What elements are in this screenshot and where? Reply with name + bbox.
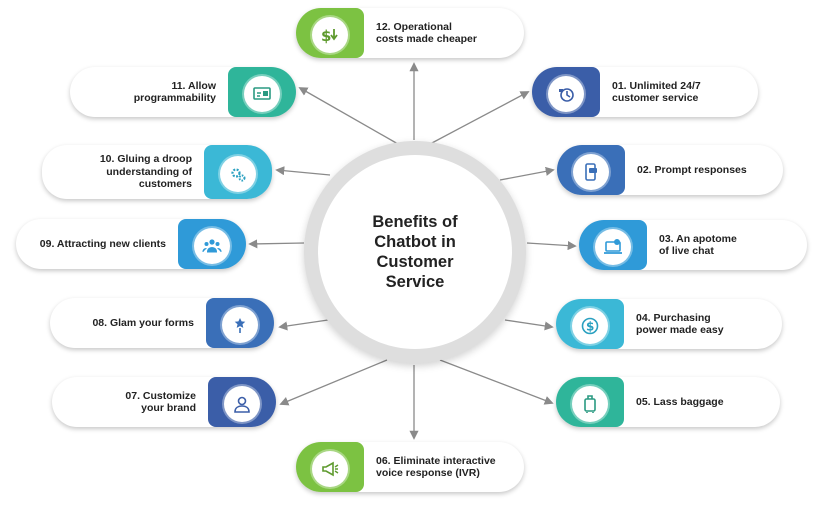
- connector-09: [248, 239, 305, 249]
- benefit-label: 01. Unlimited 24/7 customer service: [612, 79, 701, 105]
- benefit-label: 08. Glam your forms: [92, 316, 194, 329]
- clock-hand-icon: [548, 76, 584, 112]
- benefit-label: 03. An apotome of live chat: [659, 232, 737, 258]
- benefit-04: $ 04. Purchasing power made easy: [556, 299, 782, 349]
- benefit-label: 09. Attracting new clients: [39, 237, 166, 250]
- star-wand-icon: [222, 307, 258, 343]
- connector-10: [275, 166, 331, 176]
- benefit-06: 06. Eliminate interactive voice response…: [296, 442, 524, 492]
- user-icon: [224, 386, 260, 422]
- mobile-chat-icon: [573, 154, 609, 190]
- benefit-label: 06. Eliminate interactive voice response…: [376, 454, 496, 480]
- benefit-label: 05. Lass baggage: [636, 395, 724, 408]
- connector-11: [298, 87, 399, 145]
- api-screen-icon: [244, 76, 280, 112]
- svg-text:$: $: [586, 320, 594, 334]
- benefit-label: 02. Prompt responses: [637, 163, 747, 176]
- connector-05: [439, 359, 554, 405]
- connector-07: [279, 359, 388, 406]
- laptop-chat-icon: [595, 229, 631, 265]
- benefit-07: 07. Customize your brand: [52, 377, 276, 427]
- gears-icon: [220, 156, 256, 192]
- benefit-11: 11. Allow programmability: [70, 67, 296, 117]
- benefit-03: 03. An apotome of live chat: [579, 220, 807, 270]
- dollar-coin-icon: $: [572, 308, 608, 344]
- connector-02: [499, 166, 555, 181]
- hub-title: Benefits of Chatbot in Customer Service: [372, 213, 458, 291]
- benefit-label: 12. Operational costs made cheaper: [376, 20, 477, 46]
- connector-04: [504, 319, 554, 331]
- benefit-05: 05. Lass baggage: [556, 377, 780, 427]
- benefit-label: 11. Allow programmability: [133, 79, 216, 105]
- benefit-10: 10. Gluing a droop understanding of cust…: [42, 145, 272, 199]
- benefit-label: 04. Purchasing power made easy: [636, 311, 724, 337]
- megaphone-icon: [312, 451, 348, 487]
- dollar-down-icon: $: [312, 17, 348, 53]
- benefit-label: 10. Gluing a droop understanding of cust…: [99, 153, 192, 191]
- benefit-09: 09. Attracting new clients: [16, 219, 246, 269]
- benefit-label: 07. Customize your brand: [125, 389, 196, 415]
- luggage-icon: [572, 386, 608, 422]
- benefit-01: 01. Unlimited 24/7 customer service: [532, 67, 758, 117]
- benefit-12: $ 12. Operational costs made cheaper: [296, 8, 524, 58]
- svg-text:$: $: [321, 27, 331, 45]
- group-icon: [194, 228, 230, 264]
- connector-03: [526, 241, 577, 251]
- benefit-08: 08. Glam your forms: [50, 298, 274, 348]
- connector-01: [429, 91, 530, 145]
- benefit-02: 02. Prompt responses: [557, 145, 783, 195]
- hub-center: Benefits of Chatbot in Customer Service: [318, 155, 512, 349]
- connector-08: [278, 319, 329, 331]
